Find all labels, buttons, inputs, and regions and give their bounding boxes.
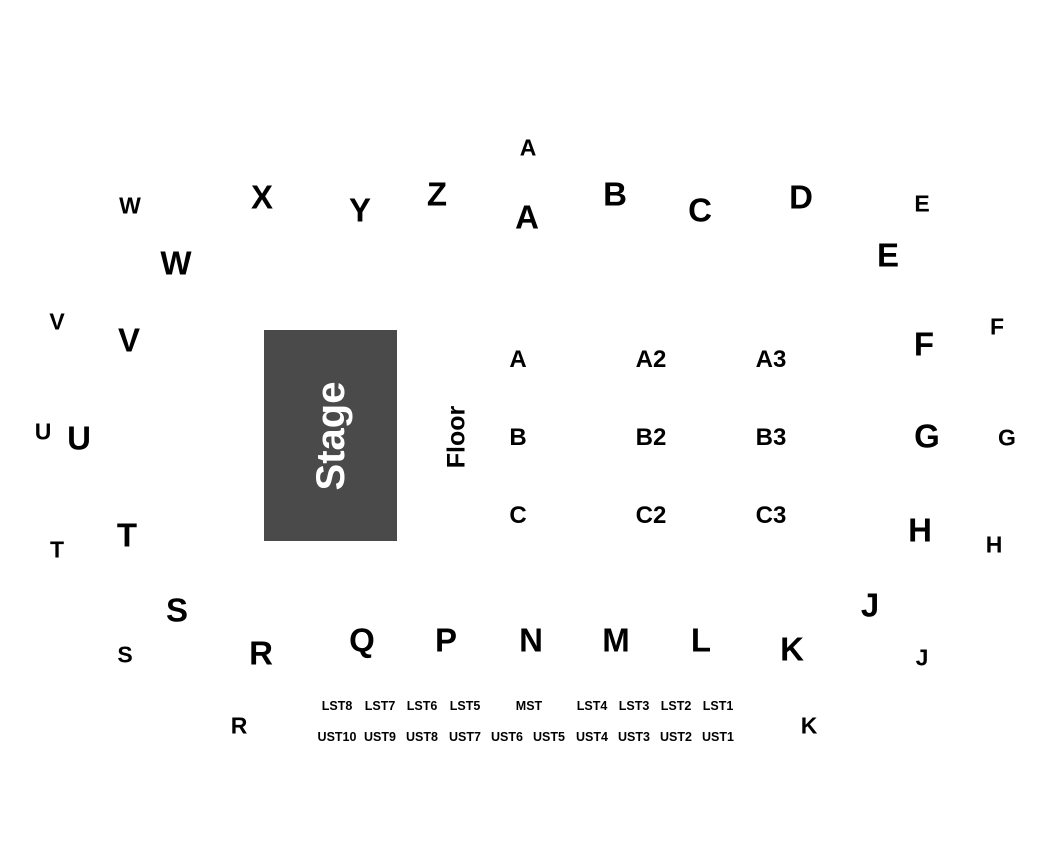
section-ust1[interactable]: UST1 [702, 729, 734, 744]
outer-section-g[interactable]: G [998, 424, 1016, 451]
floor-section-b2[interactable]: B2 [635, 424, 667, 451]
section-ust7[interactable]: UST7 [449, 729, 481, 744]
section-ust2[interactable]: UST2 [660, 729, 692, 744]
stage-label: Stage [308, 381, 353, 490]
section-e[interactable]: E [876, 236, 900, 274]
section-ust3[interactable]: UST3 [618, 729, 650, 744]
section-g[interactable]: G [914, 417, 940, 455]
outer-section-a[interactable]: A [519, 134, 537, 161]
section-f[interactable]: F [913, 325, 935, 363]
section-mst[interactable]: MST [515, 698, 543, 713]
floor-section-b3[interactable]: B3 [755, 424, 787, 451]
section-t[interactable]: T [116, 516, 138, 554]
section-ust8[interactable]: UST8 [406, 729, 438, 744]
stage-block: Stage [264, 330, 397, 541]
floor-section-b[interactable]: B [509, 424, 527, 451]
section-m[interactable]: M [602, 621, 630, 659]
section-j[interactable]: J [860, 586, 880, 624]
section-b[interactable]: B [603, 175, 627, 213]
section-n[interactable]: N [519, 621, 543, 659]
section-u[interactable]: U [67, 419, 91, 457]
outer-section-t[interactable]: T [49, 536, 65, 563]
section-q[interactable]: Q [349, 621, 375, 659]
floor-section-a2[interactable]: A2 [635, 346, 667, 373]
section-x[interactable]: X [250, 178, 274, 216]
section-lst4[interactable]: LST4 [576, 698, 608, 713]
section-ust10[interactable]: UST10 [317, 729, 357, 744]
section-lst5[interactable]: LST5 [449, 698, 481, 713]
floor-section-c2[interactable]: C2 [635, 502, 667, 529]
section-ust4[interactable]: UST4 [576, 729, 608, 744]
section-s[interactable]: S [165, 591, 189, 629]
outer-section-e[interactable]: E [914, 190, 930, 217]
section-r[interactable]: R [249, 634, 273, 672]
section-lst6[interactable]: LST6 [406, 698, 438, 713]
section-l[interactable]: L [690, 621, 712, 659]
section-k[interactable]: K [780, 630, 804, 668]
floor-section-a3[interactable]: A3 [755, 346, 787, 373]
section-lst8[interactable]: LST8 [321, 698, 353, 713]
section-y[interactable]: Y [348, 191, 372, 229]
section-ust5[interactable]: UST5 [533, 729, 565, 744]
floor-section-c[interactable]: C [509, 502, 527, 529]
section-c[interactable]: C [688, 191, 712, 229]
outer-section-s[interactable]: S [117, 641, 133, 668]
outer-section-v[interactable]: V [49, 308, 65, 335]
section-lst7[interactable]: LST7 [364, 698, 396, 713]
outer-section-r[interactable]: R [230, 712, 248, 739]
section-lst2[interactable]: LST2 [660, 698, 692, 713]
section-lst3[interactable]: LST3 [618, 698, 650, 713]
section-d[interactable]: D [789, 178, 813, 216]
section-z[interactable]: Z [426, 175, 448, 213]
section-v[interactable]: V [117, 321, 141, 359]
section-ust9[interactable]: UST9 [364, 729, 396, 744]
outer-section-f[interactable]: F [989, 313, 1005, 340]
outer-section-w[interactable]: W [119, 192, 141, 219]
outer-section-k[interactable]: K [800, 712, 818, 739]
section-w[interactable]: W [160, 244, 192, 282]
section-ust6[interactable]: UST6 [491, 729, 523, 744]
floor-section-a[interactable]: A [509, 346, 527, 373]
section-a[interactable]: A [515, 198, 539, 236]
outer-section-u[interactable]: U [34, 418, 52, 445]
section-p[interactable]: P [434, 621, 458, 659]
floor-label: Floor [442, 405, 471, 469]
floor-section-c3[interactable]: C3 [755, 502, 787, 529]
outer-section-h[interactable]: H [985, 531, 1003, 558]
section-lst1[interactable]: LST1 [702, 698, 734, 713]
outer-section-j[interactable]: J [915, 644, 929, 671]
section-h[interactable]: H [908, 511, 932, 549]
